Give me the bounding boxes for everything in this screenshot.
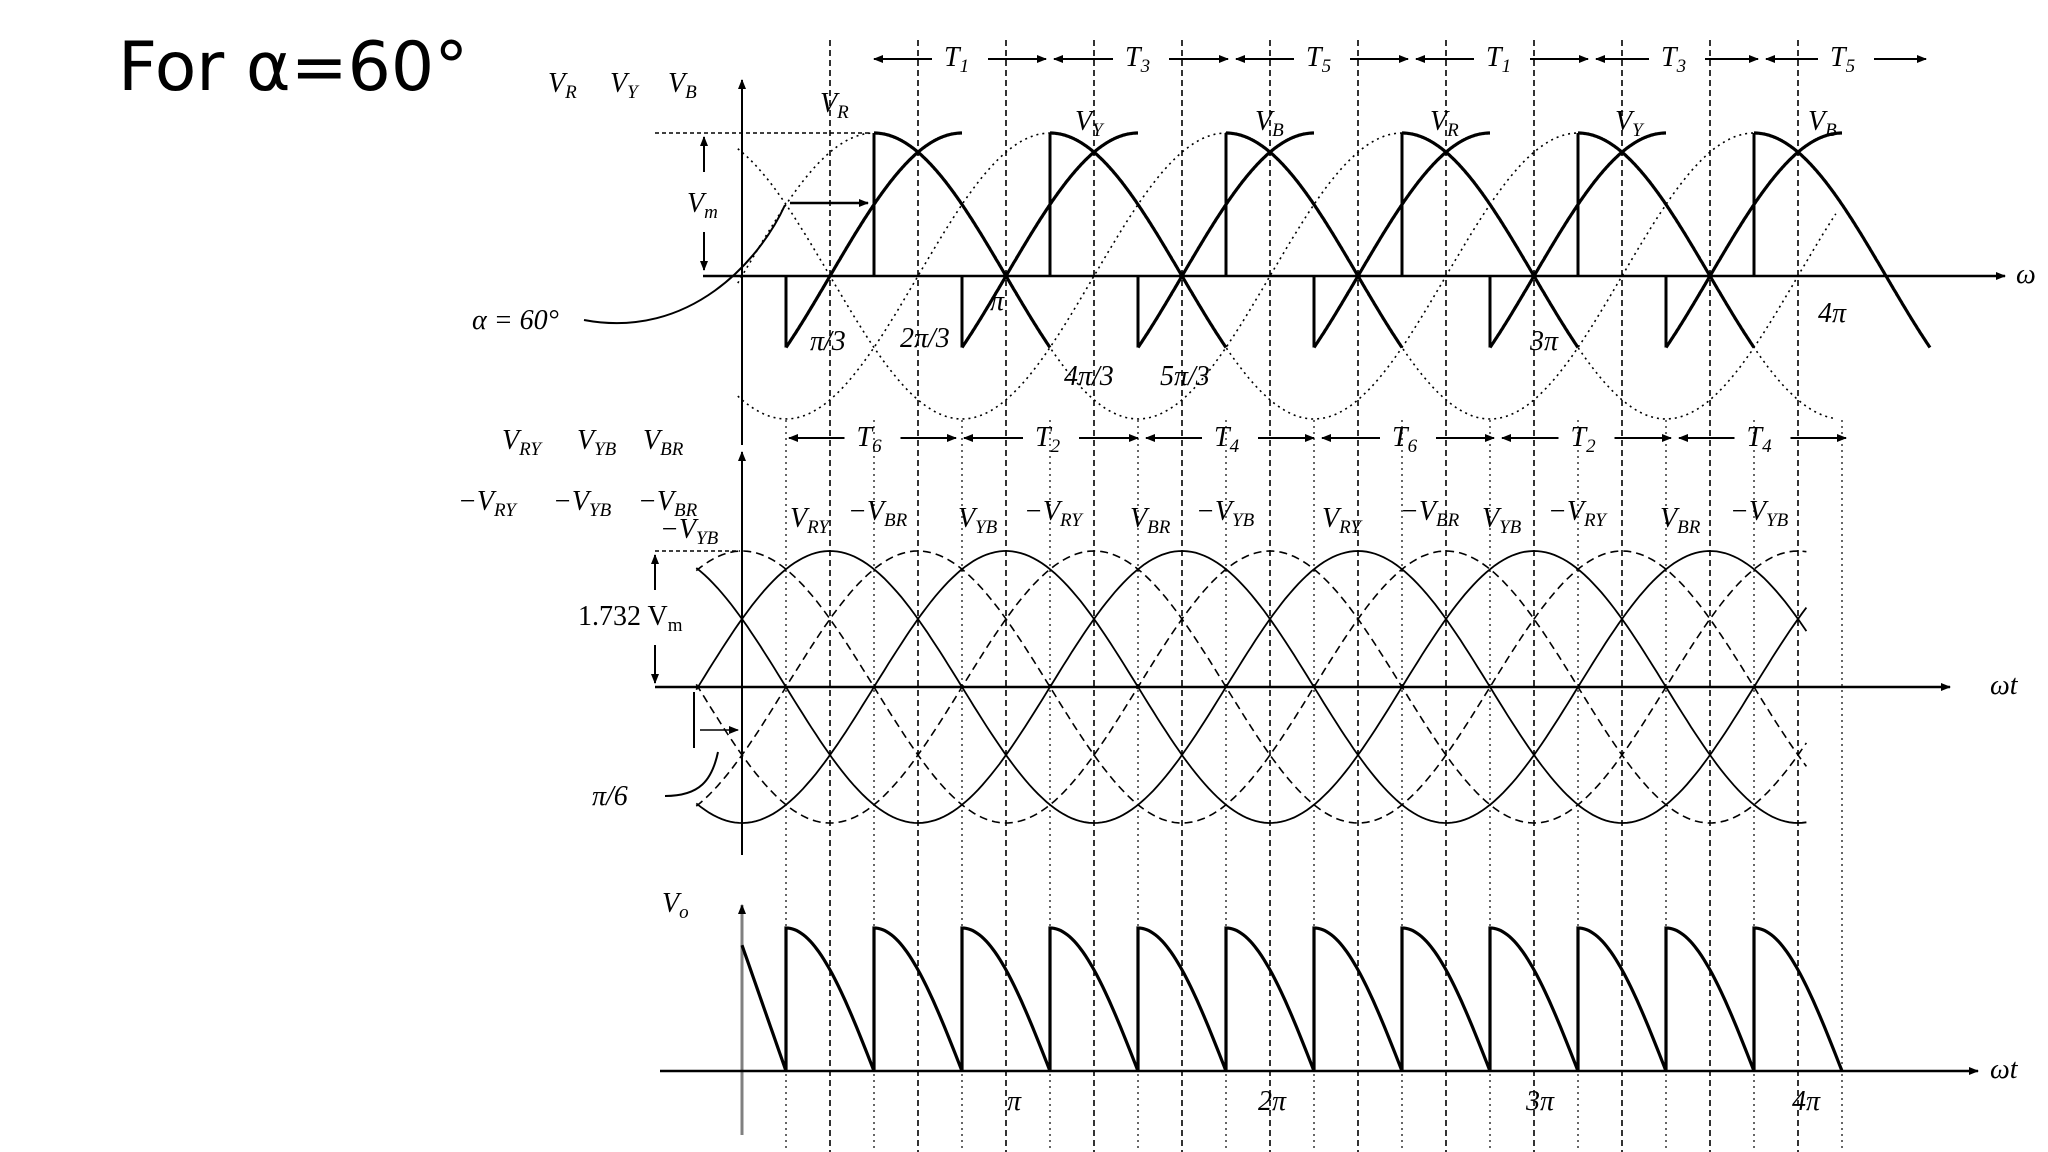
peak-label: −VBR xyxy=(848,496,908,531)
phase-wave-v-r xyxy=(737,132,1837,420)
alpha-leader xyxy=(583,204,786,325)
p3-ylabel: Vo xyxy=(662,888,689,923)
alpha-label: α = 60° xyxy=(472,305,559,336)
p2-ylabel-neg-ry: −VRY xyxy=(458,486,518,521)
negative-envelope xyxy=(1136,131,1314,349)
p1-ylabel-r: VR xyxy=(548,68,577,103)
negative-envelope xyxy=(960,131,1138,349)
peak-label: VYB xyxy=(1482,503,1522,538)
positive-envelope xyxy=(1402,131,1580,349)
peak-label: VY xyxy=(1615,106,1645,141)
peak-label: −VRY xyxy=(1024,496,1084,531)
peak-label: VRY xyxy=(790,503,831,538)
tick-label: π xyxy=(1007,1086,1022,1117)
line-sine-waves xyxy=(695,550,1808,824)
positive-envelope xyxy=(1226,131,1404,349)
peak-label: VB xyxy=(1808,106,1837,141)
vertical-guide-lines xyxy=(785,40,1843,1152)
tick-label: 3π xyxy=(1529,326,1559,357)
tick-label: 3π xyxy=(1525,1086,1555,1117)
p2-ylabel-extra: −VYB xyxy=(660,514,719,549)
positive-envelope xyxy=(1754,131,1932,349)
positive-envelope xyxy=(1050,131,1228,349)
negative-envelope xyxy=(784,131,962,349)
line-wave xyxy=(695,550,1808,824)
p1-peak-labels: VR VY VB VR VY VB xyxy=(820,88,1837,141)
line-voltage-panel: 1.732 Vm π/6 VRY VYB VBR −VRY −VYB −VBR … xyxy=(458,425,2019,855)
period-label: T4 xyxy=(1747,422,1773,457)
p3-axis-label: ωt xyxy=(1990,1054,2019,1085)
output-envelope xyxy=(784,131,1932,349)
line-wave xyxy=(695,550,1808,824)
period-label: T3 xyxy=(1125,42,1150,77)
negative-envelope xyxy=(1312,131,1490,349)
p2-amplitude-label: 1.732 Vm xyxy=(578,601,683,636)
p2-ylabel-yb: VYB xyxy=(577,425,617,460)
p1-amplitude-label: Vm xyxy=(687,188,718,223)
p1-axis-label: ω xyxy=(2016,259,2036,290)
line-wave-negated xyxy=(695,550,1807,824)
output-waveform xyxy=(740,926,1844,1072)
peak-label: −VYB xyxy=(1730,496,1789,531)
p2-ylabel-br: VBR xyxy=(643,425,684,460)
p1-ylabel-b: VB xyxy=(668,68,697,103)
line-wave xyxy=(695,550,1807,824)
positive-envelope xyxy=(874,131,1052,349)
tick-label: 4π xyxy=(1818,298,1847,329)
positive-envelope xyxy=(1578,131,1756,349)
p2-ylabel-neg-br: −VBR xyxy=(638,486,698,521)
tick-label: 2π/3 xyxy=(900,323,950,354)
shift-leader xyxy=(664,751,719,797)
peak-label: VBR xyxy=(1660,503,1701,538)
thyristor-periods-top: T1 T3 T5 T1 T3 T5 xyxy=(873,42,1927,77)
p1-ylabel-y: VY xyxy=(610,68,640,103)
tick-label: π xyxy=(990,286,1005,317)
peak-label: VR xyxy=(1430,106,1459,141)
peak-label: VBR xyxy=(1130,503,1171,538)
peak-label: VR xyxy=(820,88,849,123)
tick-label: 5π/3 xyxy=(1160,361,1210,392)
thyristor-periods-bottom: T6 T2 T4 T6 T2 T4 xyxy=(788,422,1847,457)
line-wave-negated xyxy=(695,550,1808,824)
peak-label: −VRY xyxy=(1548,496,1608,531)
peak-label: −VYB xyxy=(1196,496,1255,531)
period-label: T3 xyxy=(1661,42,1686,77)
negative-envelope xyxy=(1664,131,1842,349)
period-label: T5 xyxy=(1306,42,1331,77)
period-label: T6 xyxy=(857,422,883,457)
period-label: T1 xyxy=(1486,42,1511,77)
period-label: T2 xyxy=(1571,422,1597,457)
peak-label: VYB xyxy=(958,503,998,538)
output-voltage-panel: Vo ωt π 2π 3π 4π xyxy=(660,888,2019,1135)
negative-envelope xyxy=(1488,131,1666,349)
p2-axis-label: ωt xyxy=(1990,670,2019,701)
line-wave-negated xyxy=(695,550,1808,824)
period-label: T4 xyxy=(1214,422,1240,457)
p1-tick-labels: π/3 2π/3 π 4π/3 5π/3 3π 4π xyxy=(810,286,1847,392)
output-voltage-wave xyxy=(740,926,1844,1072)
peak-label: VB xyxy=(1255,106,1284,141)
p2-peak-labels: VRY −VBR VYB −VRY VBR −VYB VRY −VBR VYB −VRY VBR −V… xyxy=(790,496,1789,538)
p2-ylabel-ry: VRY xyxy=(502,425,543,460)
tick-label: 4π xyxy=(1792,1086,1821,1117)
tick-label: 2π xyxy=(1258,1086,1287,1117)
tick-label: π/3 xyxy=(810,326,846,357)
peak-label: VRY xyxy=(1322,503,1363,538)
slide-title: For α=60° xyxy=(118,28,469,107)
period-label: T5 xyxy=(1830,42,1855,77)
tick-label: 4π/3 xyxy=(1064,361,1114,392)
shift-label: π/6 xyxy=(592,781,628,812)
peak-label: VY xyxy=(1075,106,1105,141)
p3-tick-labels: π 2π 3π 4π xyxy=(1007,1086,1821,1117)
period-label: T1 xyxy=(944,42,969,77)
peak-label: −VBR xyxy=(1400,496,1460,531)
period-label: T2 xyxy=(1035,422,1061,457)
period-label: T6 xyxy=(1392,422,1418,457)
p2-ylabel-neg-yb: −VYB xyxy=(553,486,612,521)
